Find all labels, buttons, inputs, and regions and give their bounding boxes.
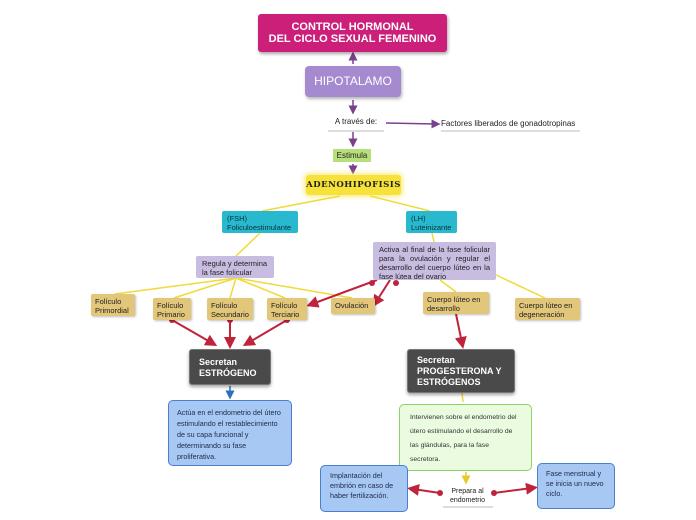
- node-ovulacion[interactable]: Ovulación: [331, 298, 375, 314]
- arrow-atraves-factores: [385, 119, 441, 129]
- sec2-line-2: PROGESTERONA Y: [417, 366, 502, 376]
- fsh-line-2: Foliculoestimulante: [227, 223, 292, 232]
- title-line-1: CONTROL HORMONAL: [291, 21, 414, 33]
- node-factores[interactable]: Factores liberados de gonadotropinas: [441, 119, 576, 128]
- node-implantacion[interactable]: Implantación del embrión en caso de habe…: [320, 465, 408, 512]
- node-foliculo-terciario[interactable]: Folículo Terciario: [267, 298, 307, 320]
- node-cuerpo-degeneracion[interactable]: Cuerpo lúteo en degeneración: [515, 298, 580, 320]
- fsh-line-1: (FSH): [227, 214, 247, 223]
- diagram-title: CONTROL HORMONAL DEL CICLO SEXUAL FEMENI…: [258, 14, 447, 52]
- node-secretan-estrogeno[interactable]: Secretan ESTRÓGENO: [189, 349, 271, 385]
- node-cuerpo-luteo[interactable]: Cuerpo lúteo en desarrollo: [423, 292, 489, 314]
- node-adenohipofisis[interactable]: ADENOHIPOFISIS: [306, 175, 401, 195]
- node-a-traves[interactable]: A través de:: [334, 117, 378, 126]
- lh-line-1: (LH): [411, 214, 426, 223]
- title-line-2: DEL CICLO SEXUAL FEMENINO: [268, 33, 437, 45]
- prepara-line-2: endometrio: [449, 497, 486, 504]
- node-fase-menstrual[interactable]: Fase menstrual y se inicia un nuevo cicl…: [537, 463, 615, 509]
- node-fsh[interactable]: (FSH) Foliculoestimulante: [222, 211, 298, 233]
- node-hipotalamo[interactable]: HIPOTALAMO: [305, 66, 401, 97]
- node-foliculo-secundario[interactable]: Folículo Secundario: [207, 298, 253, 320]
- node-estimula[interactable]: Estimula: [333, 149, 371, 162]
- node-intervienen[interactable]: Intervienen sobre el endometrio del úter…: [399, 404, 532, 471]
- node-actua[interactable]: Actúa en el endometrio del útero estimul…: [168, 400, 292, 466]
- node-foliculo-primario[interactable]: Folículo Primario: [153, 298, 191, 320]
- lh-line-2: Luteinizante: [411, 223, 452, 232]
- sec2-line-1: Secretan: [417, 355, 456, 365]
- sec2-line-3: ESTRÓGENOS: [417, 377, 481, 387]
- node-regula[interactable]: Regula y determina la fase folicular: [196, 256, 274, 278]
- node-secretan-progesterona[interactable]: Secretan PROGESTERONA Y ESTRÓGENOS: [407, 349, 515, 393]
- node-prepara[interactable]: Prepara al endometrio: [443, 487, 492, 505]
- node-lh[interactable]: (LH) Luteinizante: [406, 211, 457, 233]
- prepara-line-1: Prepara al: [451, 488, 484, 495]
- node-foliculo-primordial[interactable]: Folículo Primordial: [91, 294, 135, 316]
- sec1-line-1: Secretan: [199, 357, 238, 367]
- sec1-line-2: ESTRÓGENO: [199, 368, 257, 378]
- node-activa[interactable]: Activa al final de la fase folicular par…: [373, 242, 496, 281]
